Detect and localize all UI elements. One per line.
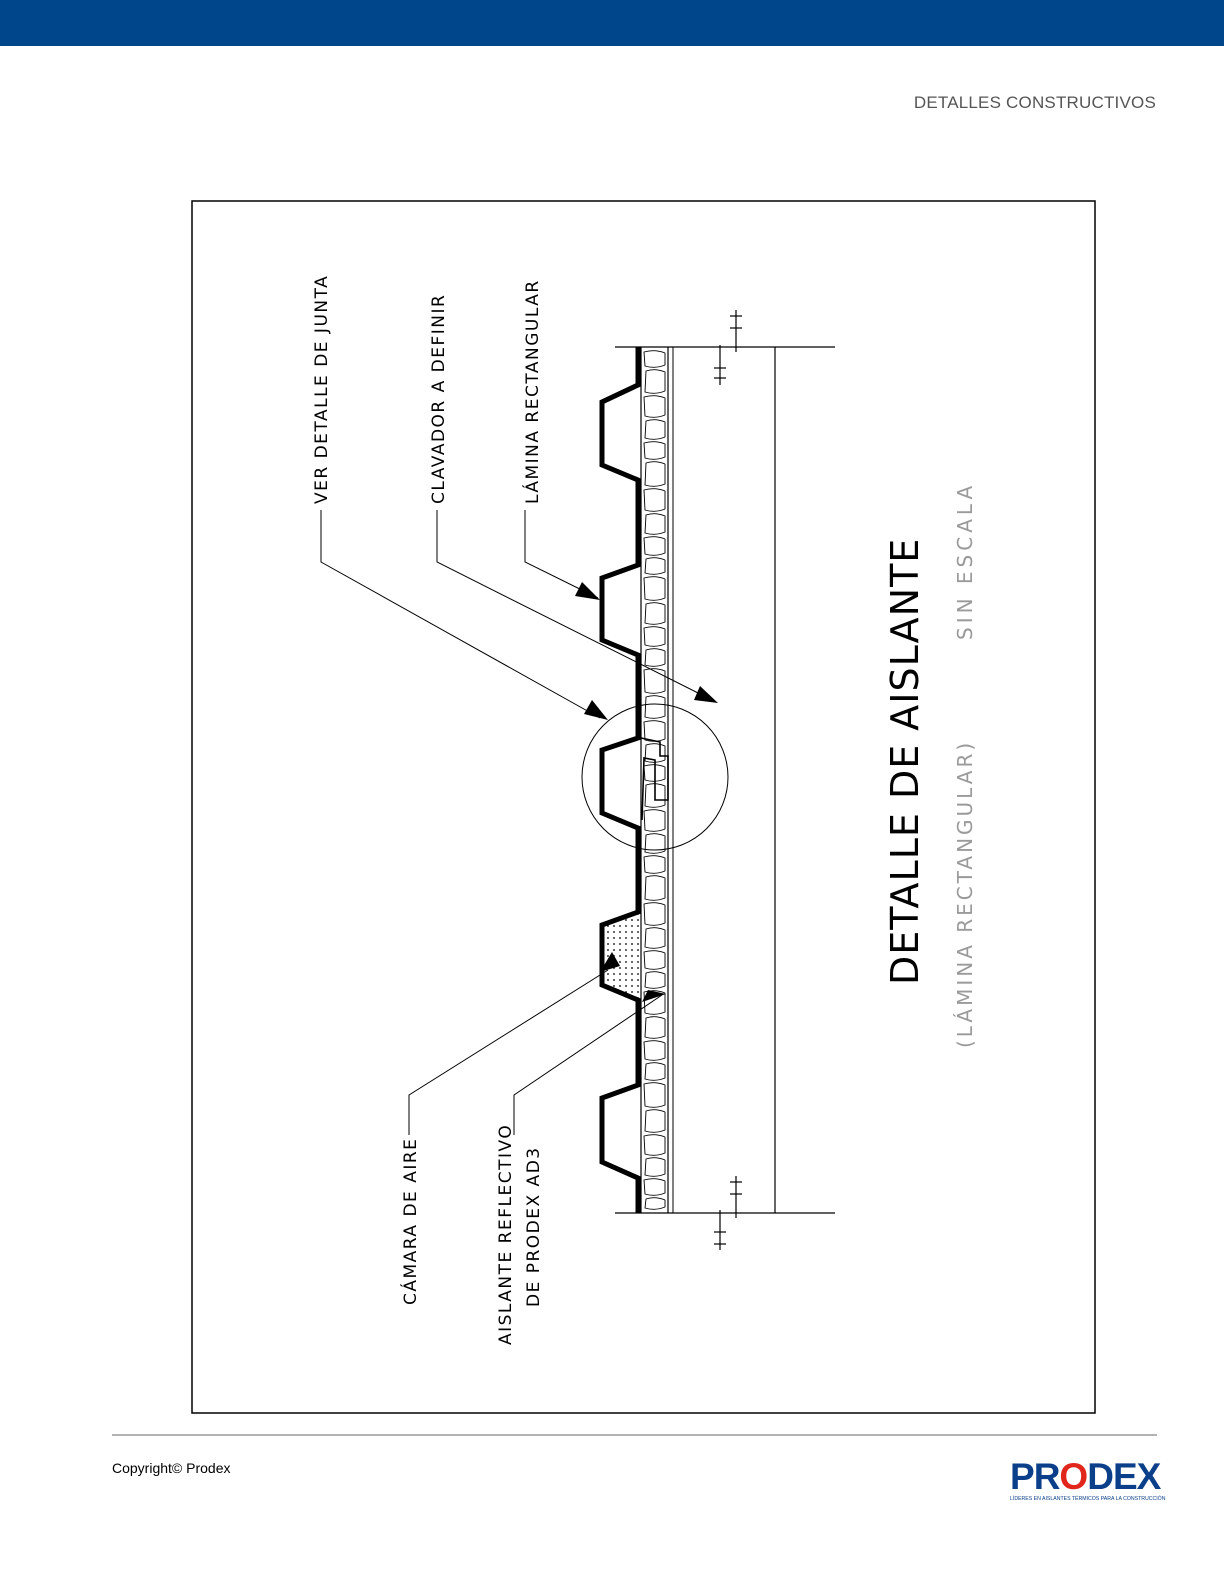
callout-joint-detail: VER DETALLE DE JUNTA — [312, 275, 332, 504]
insulation-cell — [643, 720, 666, 742]
insulation-cell — [644, 369, 666, 394]
leader-arrowheads — [575, 582, 718, 1002]
drawing-title: DETALLE DE AISLANTE — [883, 538, 927, 985]
insulation-cell — [643, 950, 666, 970]
insulation-cell — [644, 461, 666, 487]
dimension-lines — [615, 310, 835, 1250]
corrugated-sheet — [599, 347, 641, 1213]
insulation-cell — [643, 441, 666, 460]
logo-tagline: LÍDERES EN AISLANTES TÉRMICOS PARA LA CO… — [1010, 1496, 1166, 1502]
insulation-cell — [643, 1082, 666, 1108]
insulation-cell — [644, 1016, 666, 1039]
insulation-cell — [643, 668, 666, 694]
insulation-cell — [644, 875, 666, 901]
joint-detail-circle — [581, 703, 729, 851]
insulation-cell — [644, 783, 666, 808]
drawing-subtitle: (LÁMINA RECTANGULAR) — [953, 740, 977, 1048]
insulation-cell — [643, 902, 666, 926]
leader-lines — [320, 510, 713, 1135]
insulation-cell — [643, 1040, 666, 1061]
insulation-cell — [644, 971, 666, 989]
insulation-cell — [643, 1134, 666, 1156]
insulation-cell — [643, 855, 666, 874]
drawing-frame — [191, 200, 1096, 1414]
copyright-text: Copyright© Prodex — [112, 1460, 231, 1476]
air-chamber-fill — [603, 912, 641, 1000]
insulation-cell — [643, 626, 666, 647]
insulation-cell — [643, 764, 666, 782]
insulation-cell — [644, 1109, 666, 1133]
section-title: DETALLES CONSTRUCTIVOS — [913, 93, 1156, 112]
callout-air-chamber: CÁMARA DE AIRE — [399, 1138, 421, 1305]
insulation-cell — [644, 419, 666, 440]
insulation-cell — [643, 350, 666, 368]
insulation-cell — [643, 395, 666, 418]
prodex-logo: PRODEX LÍDERES EN AISLANTES TÉRMICOS PAR… — [1010, 1456, 1166, 1502]
insulation-cell — [644, 648, 666, 667]
insulation-cell — [644, 1062, 666, 1081]
callout-insulation-line1: AISLANTE REFLECTIVO — [496, 1124, 516, 1345]
insulation-cell — [644, 833, 666, 854]
logo-wordmark: PRODEX — [1010, 1456, 1161, 1497]
insulation-cell — [643, 1178, 666, 1196]
insulation-cell — [644, 513, 666, 535]
insulation-cell — [644, 557, 666, 575]
insulation-layer — [640, 347, 674, 1213]
scale-note: SIN ESCALA — [953, 482, 977, 640]
callout-sheet: LÁMINA RECTANGULAR — [521, 279, 543, 504]
insulation-cell — [644, 602, 666, 625]
header-bar — [0, 0, 1224, 46]
callout-fastener: CLAVADOR A DEFINIR — [429, 294, 449, 504]
insulation-cell — [643, 536, 666, 556]
insulation-cell — [644, 743, 666, 763]
callout-insulation-line2: DE PRODEX AD3 — [524, 1146, 544, 1307]
joint-overlap — [640, 737, 669, 821]
insulation-cell — [644, 1157, 666, 1177]
footer-divider — [112, 1434, 1157, 1436]
insulation-cell — [643, 576, 666, 601]
insulation-cell — [643, 809, 666, 832]
insulation-cell — [644, 695, 666, 719]
insulation-cell — [644, 927, 666, 949]
insulation-cell — [643, 488, 666, 512]
insulation-cell — [644, 1197, 666, 1210]
